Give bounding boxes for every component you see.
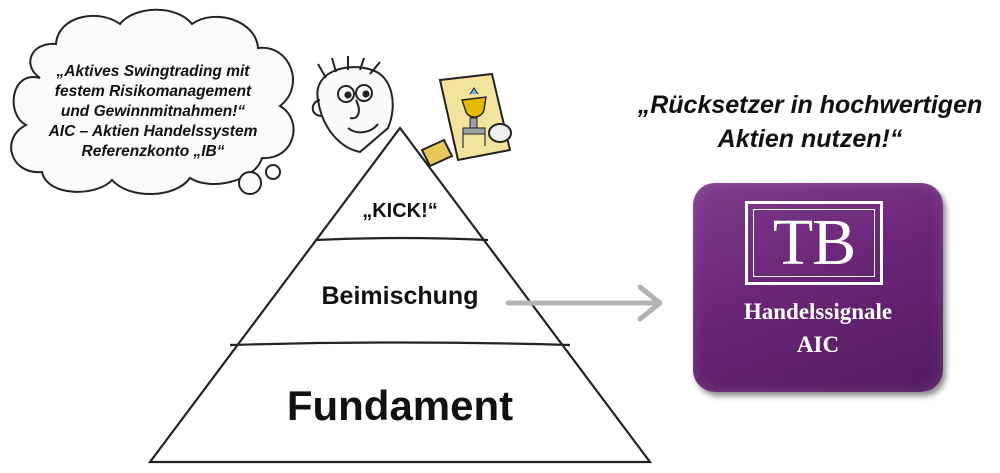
arrow (505, 284, 663, 322)
tb-badge: TB Handelssignale AIC (693, 183, 943, 392)
quote-text: „Rücksetzer in hochwertigen Aktien nutze… (630, 88, 990, 156)
thought-line: und Gewinnmitnahmen!“ (60, 103, 246, 120)
tb-logo: TB (745, 201, 883, 285)
thought-bubble-text: „Aktives Swingtrading mit festem Risikom… (22, 62, 284, 162)
cartoon-figure (311, 56, 394, 154)
thought-line: Referenzkonto „IB“ (81, 143, 225, 160)
pyramid (147, 126, 653, 464)
quote-line: Aktien nutzen!“ (717, 125, 903, 153)
quote-line: „Rücksetzer in hochwertigen (637, 91, 983, 119)
tb-logo-text: TB (753, 209, 875, 277)
pyramid-top-label: „KICK!“ (362, 200, 438, 222)
thought-line: festem Risikomanagement (54, 83, 252, 100)
pyramid-middle-label: Beimischung (321, 282, 479, 310)
badge-line-1: Handelssignale (743, 299, 893, 324)
thought-cloud (10, 8, 295, 195)
thought-line: „Aktives Swingtrading mit (56, 63, 250, 80)
trophy-sign (438, 72, 512, 162)
badge-line-2: AIC (796, 332, 840, 357)
hands (420, 123, 512, 168)
pyramid-bottom-label: Fundament (286, 382, 514, 429)
thought-line: AIC – Aktien Handelssystem (48, 123, 258, 140)
